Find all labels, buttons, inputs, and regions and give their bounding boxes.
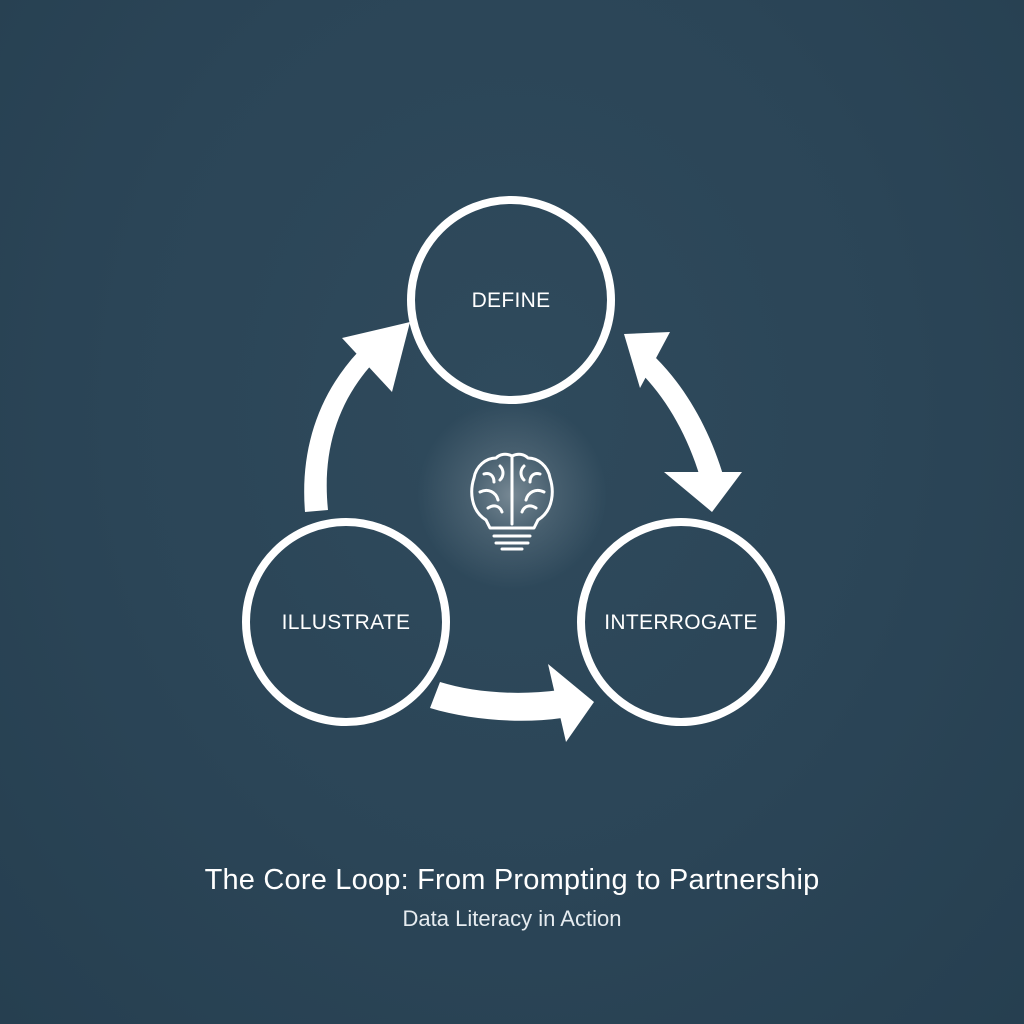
arrow-illustrate-to-define: [304, 322, 410, 512]
node-illustrate-label: ILLUSTRATE: [282, 611, 411, 634]
node-define-label: DEFINE: [472, 289, 551, 312]
arrow-illustrate-to-interrogate: [430, 664, 594, 742]
diagram-title: The Core Loop: From Prompting to Partner…: [204, 864, 820, 896]
diagram-subtitle: Data Literacy in Action: [402, 906, 622, 931]
arrow-interrogate-to-define: [624, 332, 670, 388]
node-interrogate: INTERROGATE: [577, 518, 785, 726]
brain-lightbulb-icon: [417, 400, 607, 590]
node-illustrate: ILLUSTRATE: [242, 518, 450, 726]
arrow-define-to-interrogate: [640, 358, 742, 512]
node-define: DEFINE: [407, 196, 615, 404]
node-interrogate-label: INTERROGATE: [604, 611, 757, 634]
